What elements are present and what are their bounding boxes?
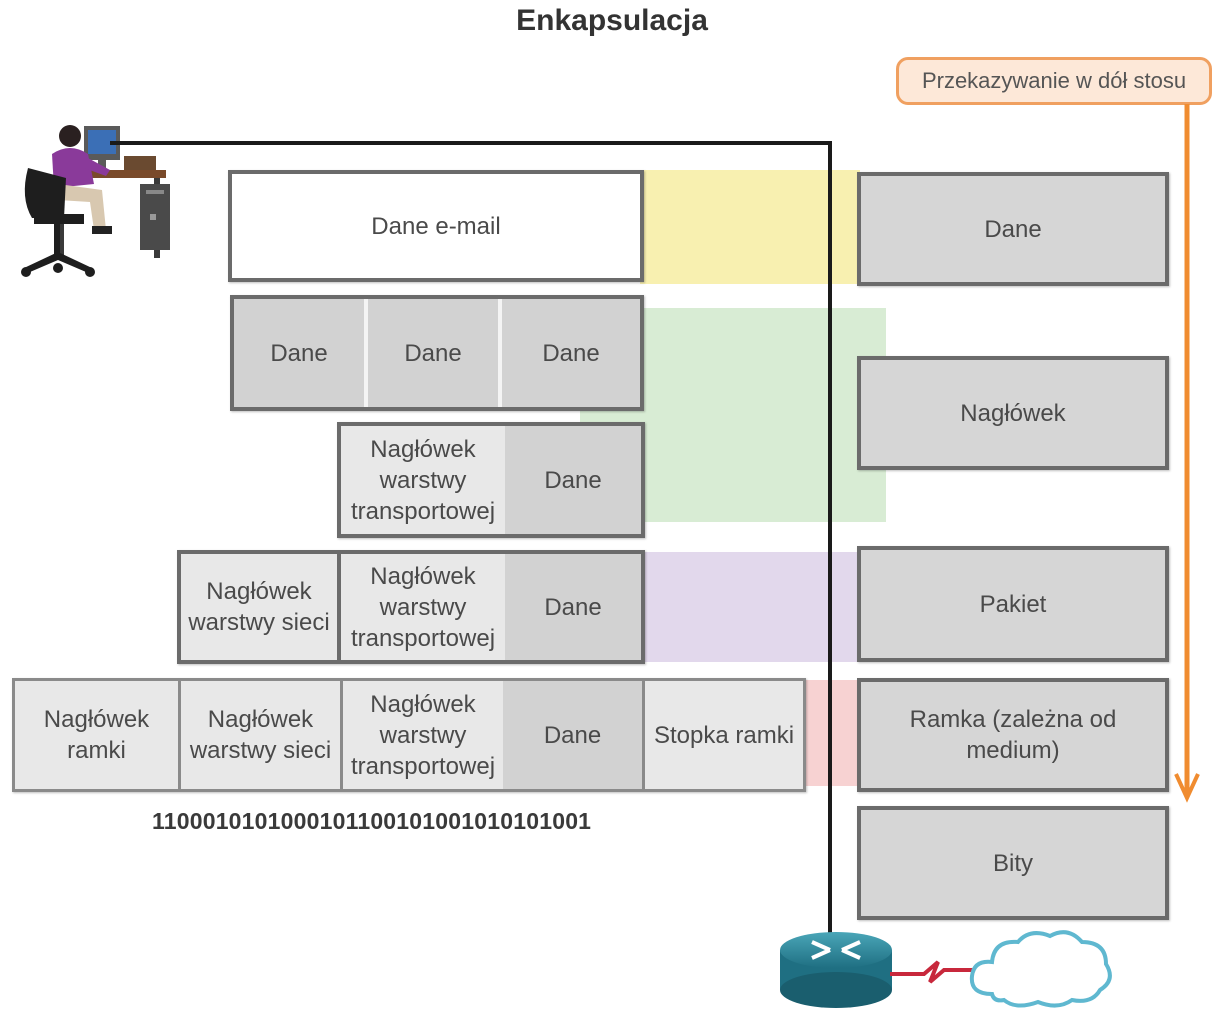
segment-2: Dane: [368, 299, 502, 407]
frame-network-header-label: Nagłówek warstwy sieci: [189, 706, 332, 764]
pdu-data-label: Dane: [984, 215, 1042, 243]
frame-header-label: Nagłówek ramki: [43, 706, 150, 764]
packet-transport-header-label: Nagłówek warstwy transportowej: [350, 562, 496, 652]
down-arrow-icon: [1174, 104, 1200, 803]
packet-transport-header-cell: Nagłówek warstwy transportowej: [341, 554, 505, 660]
frame-data-cell: Dane: [503, 681, 645, 789]
pdu-bits-label: Bity: [992, 849, 1033, 877]
pdu-data-box: Dane: [857, 172, 1169, 286]
frame-transport-header-label: Nagłówek warstwy transportowej: [350, 690, 496, 780]
pdu-packet-box: Pakiet: [857, 546, 1169, 662]
segment-1-label: Dane: [270, 339, 328, 367]
network-header-label: Nagłówek warstwy sieci: [188, 578, 330, 636]
band-purple: [640, 552, 860, 662]
frame-header-cell: Nagłówek ramki: [15, 681, 181, 789]
frame-data-label: Dane: [543, 721, 602, 749]
direction-label: Przekazywanie w dół stosu: [896, 57, 1212, 105]
band-yellow: [640, 170, 860, 284]
pdu-segment-box: Nagłówek: [857, 356, 1169, 470]
cloud-icon: [969, 930, 1112, 1008]
transport-header-cell: Nagłówek warstwy transportowej: [341, 426, 505, 534]
transport-data-cell: Dane: [505, 426, 641, 534]
network-header-cell: Nagłówek warstwy sieci: [181, 554, 341, 660]
page-title: Enkapsulacja: [516, 4, 708, 37]
segment-2-label: Dane: [404, 339, 462, 367]
segmented-data-box: Dane Dane Dane: [230, 295, 644, 411]
email-data-label: Dane e-mail: [371, 212, 501, 240]
frame-box: Nagłówek ramki Nagłówek warstwy sieci Na…: [12, 678, 806, 792]
bits-string: 1100010101000101100101001010101001: [152, 808, 592, 834]
frame-trailer-cell: Stopka ramki: [645, 681, 803, 789]
transport-header-label: Nagłówek warstwy transportowej: [350, 435, 496, 525]
router-icon: [780, 932, 892, 1008]
packet-data-cell: Dane: [505, 554, 641, 660]
direction-label-text: Przekazywanie w dół stosu: [921, 68, 1187, 93]
frame-transport-header-cell: Nagłówek warstwy transportowej: [343, 681, 503, 789]
email-data-box: Dane e-mail: [228, 170, 644, 282]
pdu-frame-box: Ramka (zależna od medium): [857, 678, 1169, 792]
packet-box: Nagłówek warstwy sieci Nagłówek warstwy …: [177, 550, 645, 664]
packet-data-label: Dane: [544, 593, 602, 621]
frame-trailer-label: Stopka ramki: [653, 721, 795, 749]
frame-network-header-cell: Nagłówek warstwy sieci: [181, 681, 343, 789]
pdu-packet-label: Pakiet: [979, 590, 1047, 618]
segment-3: Dane: [502, 299, 640, 407]
segment-1: Dane: [234, 299, 368, 407]
pdu-segment-label: Nagłówek: [960, 399, 1066, 427]
segment-box: Nagłówek warstwy transportowej Dane: [337, 422, 645, 538]
pdu-bits-box: Bity: [857, 806, 1169, 920]
transport-data-label: Dane: [544, 466, 602, 494]
user-computer-icon: [21, 125, 170, 277]
pdu-frame-label: Ramka (zależna od medium): [909, 706, 1117, 764]
segment-3-label: Dane: [542, 339, 600, 367]
serial-link-icon: [890, 960, 974, 984]
